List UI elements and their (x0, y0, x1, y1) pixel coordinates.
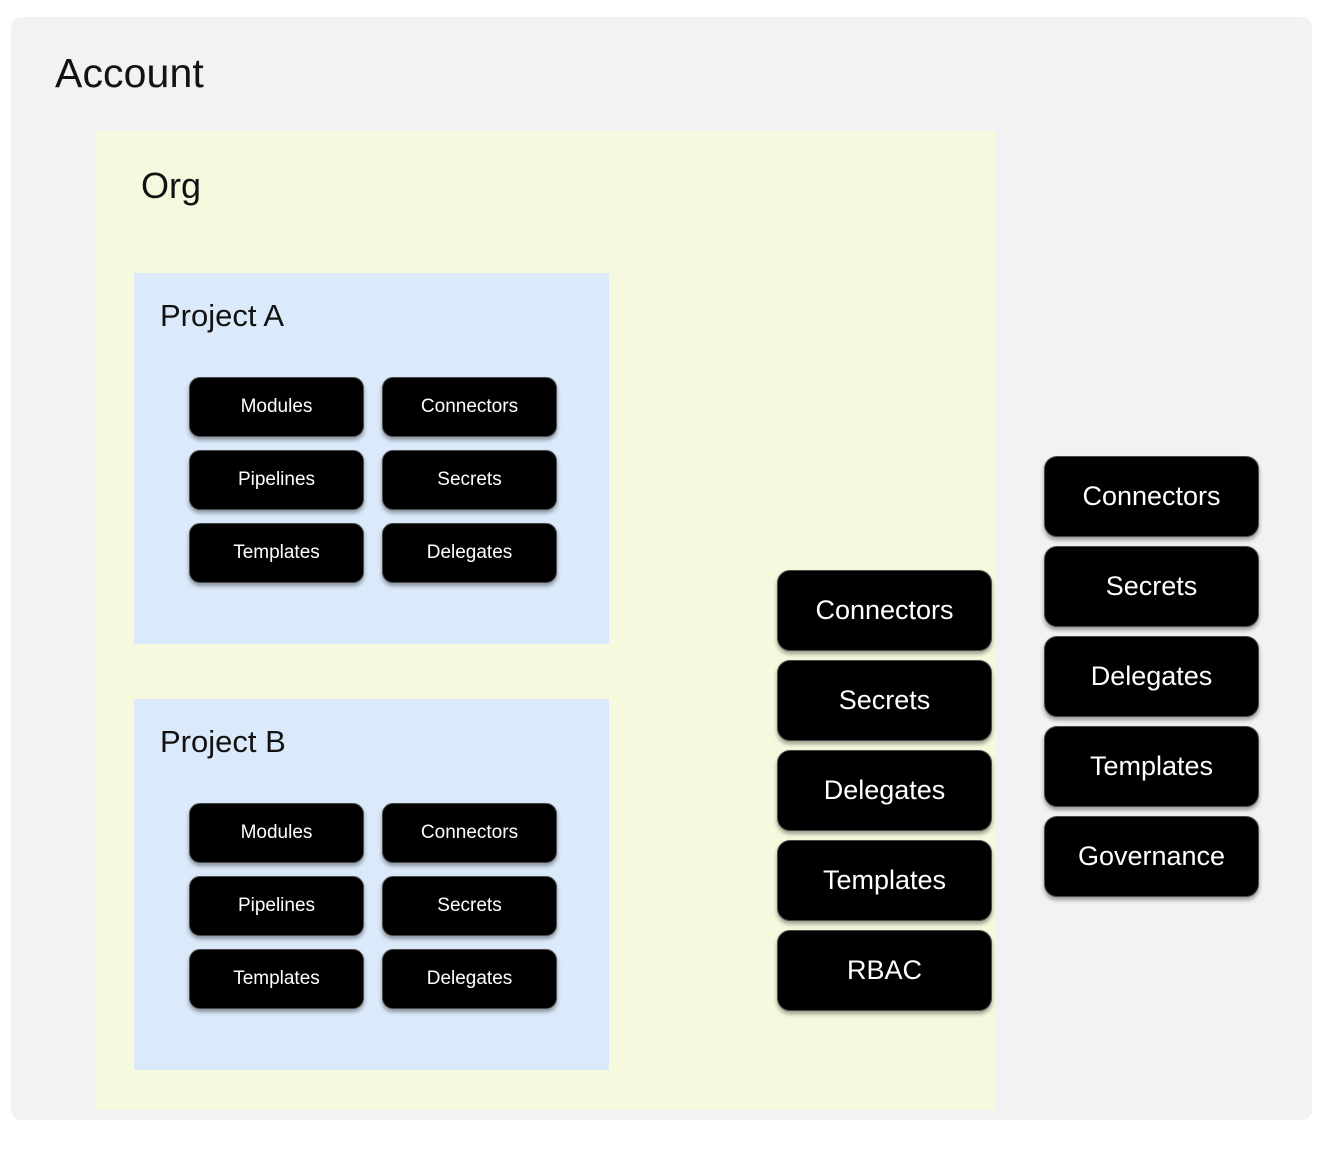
account-level-node-column: Connectors Secrets Delegates Templates G… (1044, 456, 1259, 897)
project-a-node-modules[interactable]: Modules (189, 377, 364, 437)
account-node-governance[interactable]: Governance (1044, 816, 1259, 897)
account-node-templates[interactable]: Templates (1044, 726, 1259, 807)
project-b-title: Project B (160, 724, 286, 759)
project-b-node-connectors[interactable]: Connectors (382, 803, 557, 863)
project-b-container: Project B Modules Connectors Pipelines S… (134, 699, 609, 1070)
account-node-delegates[interactable]: Delegates (1044, 636, 1259, 717)
project-b-node-modules[interactable]: Modules (189, 803, 364, 863)
project-a-node-templates[interactable]: Templates (189, 523, 364, 583)
project-b-node-secrets[interactable]: Secrets (382, 876, 557, 936)
org-node-delegates[interactable]: Delegates (777, 750, 992, 831)
org-node-connectors[interactable]: Connectors (777, 570, 992, 651)
org-title: Org (141, 165, 202, 206)
project-a-node-delegates[interactable]: Delegates (382, 523, 557, 583)
project-a-node-secrets[interactable]: Secrets (382, 450, 557, 510)
account-title: Account (55, 50, 204, 96)
project-a-node-connectors[interactable]: Connectors (382, 377, 557, 437)
project-b-node-grid: Modules Connectors Pipelines Secrets Tem… (189, 803, 557, 1009)
org-node-templates[interactable]: Templates (777, 840, 992, 921)
project-b-node-templates[interactable]: Templates (189, 949, 364, 1009)
org-scope-container: Org Project A Modules Connectors Pipelin… (96, 131, 995, 1110)
account-node-secrets[interactable]: Secrets (1044, 546, 1259, 627)
project-a-title: Project A (160, 298, 285, 333)
account-node-connectors[interactable]: Connectors (1044, 456, 1259, 537)
project-a-node-grid: Modules Connectors Pipelines Secrets Tem… (189, 377, 557, 583)
project-b-node-delegates[interactable]: Delegates (382, 949, 557, 1009)
org-node-secrets[interactable]: Secrets (777, 660, 992, 741)
project-a-container: Project A Modules Connectors Pipelines S… (134, 273, 609, 644)
org-node-rbac[interactable]: RBAC (777, 930, 992, 1011)
project-b-node-pipelines[interactable]: Pipelines (189, 876, 364, 936)
org-level-node-column: Connectors Secrets Delegates Templates R… (777, 570, 992, 1011)
account-scope-container: Account Org Project A Modules Connectors… (11, 17, 1312, 1120)
project-a-node-pipelines[interactable]: Pipelines (189, 450, 364, 510)
